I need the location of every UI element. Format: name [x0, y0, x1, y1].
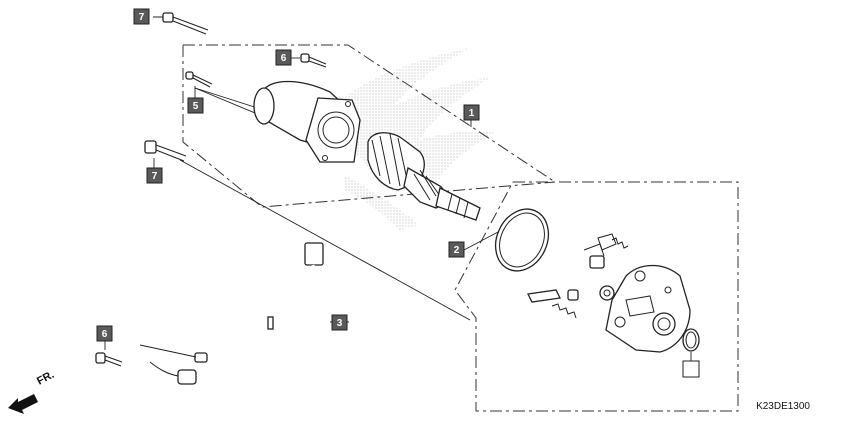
assembly-outline-upper — [182, 44, 556, 208]
callout-1: 1 — [463, 104, 480, 121]
bolt-small-bottom — [95, 352, 123, 367]
motor-case — [253, 80, 361, 163]
brush-spring-upper — [583, 233, 629, 269]
svg-text:6: 6 — [102, 329, 108, 340]
callout-2: 2 — [448, 241, 465, 258]
callout-3: 3 — [331, 314, 348, 331]
callout-6-bottom: 6 — [96, 325, 113, 342]
svg-text:6: 6 — [281, 53, 287, 64]
callout-5: 5 — [187, 97, 204, 114]
small-o-ring — [682, 328, 700, 352]
bolt-long-left — [144, 140, 187, 162]
svg-text:2: 2 — [454, 245, 460, 256]
callout-6-top: 6 — [275, 49, 292, 66]
end-bracket — [605, 264, 691, 353]
svg-text:7: 7 — [139, 12, 145, 23]
assembly-outline-lower — [454, 181, 739, 412]
starter-cable — [117, 242, 324, 385]
callout-7-left: 7 — [146, 167, 163, 184]
svg-text:3: 3 — [337, 318, 343, 329]
screw-small-top — [300, 53, 327, 68]
armature — [367, 132, 481, 221]
washer — [599, 285, 615, 301]
front-arrow-icon — [8, 394, 38, 414]
svg-text:7: 7 — [152, 171, 158, 182]
o-ring — [494, 208, 550, 272]
callout-empty — [682, 360, 700, 378]
svg-text:1: 1 — [469, 108, 475, 119]
svg-text:5: 5 — [193, 101, 199, 112]
brush-spring-lower — [527, 289, 579, 319]
screw-5 — [185, 71, 213, 88]
callout-7-top: 7 — [133, 8, 150, 25]
diagram-code: K23DE1300 — [756, 401, 810, 412]
bolt-long-top — [162, 12, 209, 35]
